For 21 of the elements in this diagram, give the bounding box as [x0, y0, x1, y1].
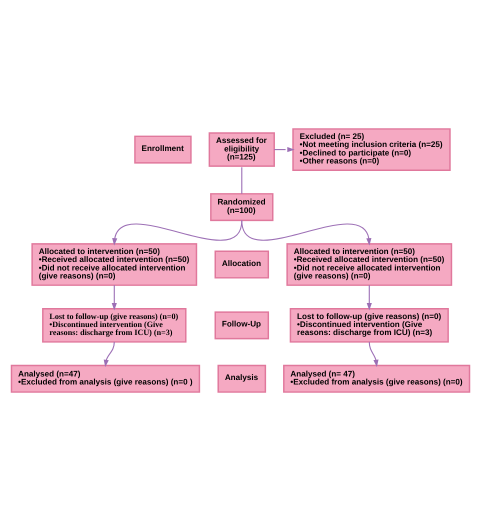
- arrow: [366, 285, 372, 310]
- node-box: Follow-Up: [214, 311, 270, 340]
- node-box: Enrollment: [134, 136, 192, 164]
- arrow: [112, 285, 117, 310]
- node-box: Analysed (n=47) •Excluded from analysis (give reasons) (n=0 ): [10, 364, 200, 393]
- node-box: Lost to follow-up (give reasons) (n=0) •Discontinued intervention (Give reasons: discharge from ICU) (n=3): [290, 308, 449, 343]
- arrow: [274, 147, 295, 152]
- arrow: [112, 220, 242, 246]
- node-box: Assessed for eligibility (n=125): [208, 132, 275, 167]
- node-box: Allocation: [214, 250, 270, 279]
- node-box: Lost to follow-up (give reasons) (n=0) •Discontinued intervention (Give reasons: discharge from ICU) (n=3): [42, 308, 187, 343]
- node-box: Analysis: [217, 364, 266, 393]
- arrow: [241, 220, 372, 246]
- connector: [241, 167, 242, 194]
- arrow: [104, 342, 115, 368]
- node-box: Analysed (n= 47) •Excluded from analysis (give reasons) (n=0): [283, 364, 470, 393]
- node-box: Allocated to intervention (n=50) •Received allocated intervention (n=50) •Did not receive allocated intervention (give reasons) (n=0): [31, 243, 198, 286]
- node-box: Allocated to intervention (n=50) •Received allocated intervention (n=50) •Did not receive allocated intervention (give reasons) (n=0): [286, 243, 452, 286]
- node-box: Excluded (n= 25) •Not meeting inclusion criteria (n=25) •Declined to participate (n=0) •Other reasons (n=0): [292, 128, 451, 171]
- arrow: [368, 342, 379, 368]
- node-box: Randomized (n=100): [210, 193, 274, 222]
